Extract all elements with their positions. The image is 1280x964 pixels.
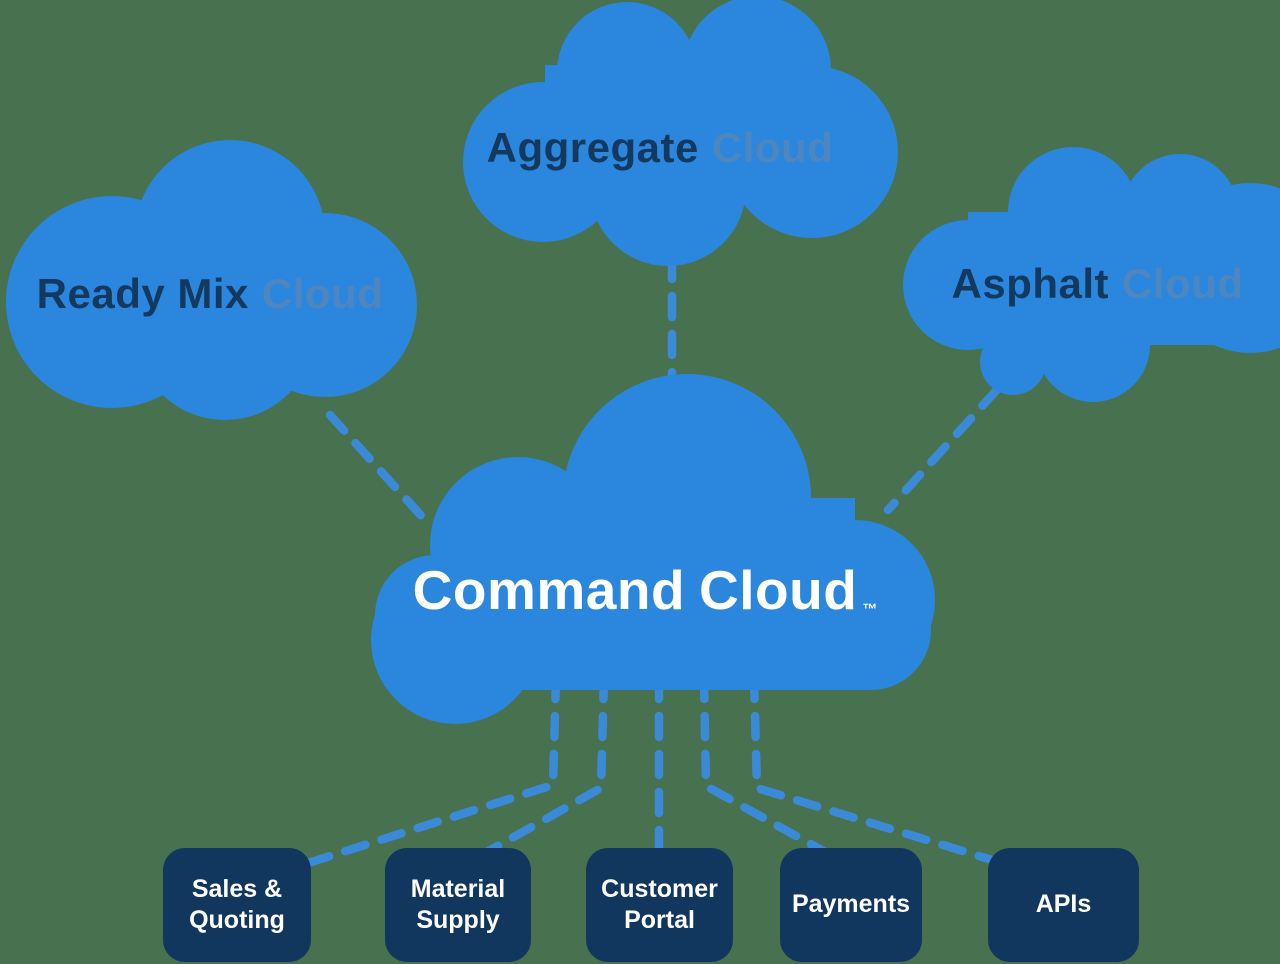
cloud-body: [968, 212, 1250, 345]
trademark-symbol: ™: [862, 601, 878, 618]
connector-command-to-material-supply: [482, 673, 609, 857]
command-cloud-suffix: Cloud: [699, 559, 858, 621]
ready-mix-cloud-name: Ready Mix: [36, 270, 249, 317]
module-apis-label: APIs: [1035, 890, 1092, 919]
module-customer-portal-label: Customer Portal: [601, 874, 718, 934]
connector-ready-mix-to-command: [325, 410, 430, 525]
module-apis: APIs: [988, 848, 1139, 962]
module-material-supply-label: Material Supply: [410, 874, 506, 934]
cloud-body: [545, 65, 815, 195]
aggregate-cloud-label: Aggregate Cloud: [450, 124, 870, 172]
cloud-body: [455, 498, 855, 648]
ready-mix-cloud-label: Ready Mix Cloud: [10, 270, 410, 318]
module-payments-label: Payments: [791, 890, 911, 919]
command-cloud-label: Command Cloud ™: [380, 558, 910, 622]
asphalt-cloud-suffix: Cloud: [1122, 260, 1244, 307]
ready-mix-cloud-suffix: Cloud: [261, 270, 384, 317]
aggregate-cloud-name: Aggregate: [486, 124, 699, 171]
aggregate-cloud-suffix: Cloud: [711, 124, 834, 171]
connector-asphalt-to-command: [883, 357, 1027, 515]
module-material-supply: Material Supply: [385, 848, 531, 962]
connector-command-to-payments: [699, 673, 830, 857]
module-sales-quoting: Sales & Quoting: [163, 848, 311, 962]
asphalt-cloud-label: Asphalt Cloud: [905, 260, 1280, 308]
module-payments: Payments: [780, 848, 922, 962]
module-customer-portal: Customer Portal: [586, 848, 733, 962]
command-cloud-name: Command: [412, 559, 686, 621]
connector-command-to-apis: [749, 673, 1010, 869]
asphalt-cloud-name: Asphalt: [951, 260, 1110, 307]
connector-command-to-sales-quoting: [300, 673, 561, 869]
cloud-body: [100, 245, 340, 370]
module-sales-quoting-label: Sales & Quoting: [189, 874, 285, 934]
